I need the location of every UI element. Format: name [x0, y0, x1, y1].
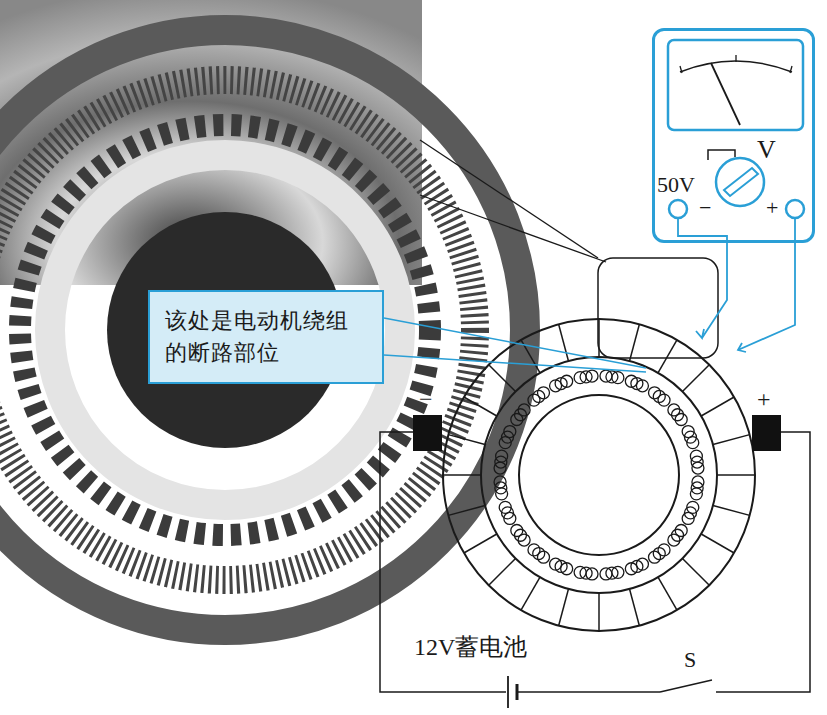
commutator-segment — [489, 365, 516, 392]
polarity-sign: − — [419, 386, 433, 412]
battery-label: 12V蓄电池 — [414, 634, 527, 660]
photo-leader — [420, 195, 606, 262]
brush — [413, 415, 442, 451]
coil-loop — [625, 563, 637, 575]
terminal — [786, 200, 804, 218]
test-lead — [738, 218, 795, 350]
commutator-segment — [701, 534, 734, 553]
meter-text: V — [757, 137, 776, 163]
test-lead — [678, 218, 727, 338]
photo-coils — [20, 125, 430, 535]
meter-scale — [680, 61, 792, 72]
core-circle — [519, 395, 679, 555]
meter-ticks — [680, 55, 792, 73]
coil-loop — [494, 476, 506, 488]
wire — [716, 432, 810, 692]
wire — [517, 691, 660, 693]
callout-leader — [384, 355, 646, 372]
coil-loop — [518, 404, 530, 416]
commutator-segment — [682, 558, 709, 585]
commutator-segment — [464, 397, 497, 416]
commutator-outer — [443, 319, 755, 631]
commutator-segment — [464, 534, 497, 553]
commutator-segment — [658, 577, 677, 610]
meter-needle — [711, 63, 740, 125]
lead-arrow — [696, 329, 704, 338]
commutator-segment — [658, 340, 677, 373]
knob-pointer — [724, 168, 758, 196]
meter-text: 50V — [657, 174, 695, 196]
coil-loop — [561, 375, 573, 387]
motor-photo — [0, 0, 525, 630]
commutator-segment — [713, 506, 750, 516]
commutator-segment — [489, 558, 516, 585]
meter-text: + — [766, 197, 778, 219]
coil-loop — [692, 462, 704, 474]
battery-plate — [507, 676, 509, 708]
coil-loop — [499, 501, 511, 513]
coil-loop — [511, 525, 523, 537]
coil-loop — [690, 488, 702, 500]
commutator-segment — [630, 324, 640, 361]
coil-loop — [612, 372, 624, 384]
terminal — [669, 200, 687, 218]
selector-knob — [716, 158, 764, 206]
commutator-segment — [443, 474, 481, 476]
meter-display — [668, 40, 803, 130]
coil-loop — [574, 566, 586, 578]
callout-box: 该处是电动机绕组的断路部位 — [148, 290, 384, 384]
switch-label: S — [684, 648, 696, 672]
commutator-segment — [448, 506, 485, 516]
switch-lever — [660, 680, 712, 692]
polarity-sign: + — [757, 386, 771, 412]
probe-box — [598, 258, 718, 358]
coil-loop — [537, 387, 549, 399]
voltmeter-box: V 50V− + — [652, 28, 815, 243]
photo-leader — [420, 140, 598, 258]
coil-loop — [550, 558, 562, 570]
coil-loop — [649, 551, 661, 563]
callout-text: 该处是电动机绕组的断路部位 — [165, 305, 367, 369]
commutator-segment — [559, 324, 569, 361]
commutator-inner — [481, 357, 717, 593]
commutator-segment — [559, 589, 569, 626]
commutator-segment — [448, 435, 485, 445]
coil-loop — [586, 370, 598, 382]
meter-text: − — [699, 197, 711, 219]
commutator-segment — [682, 365, 709, 392]
coil-loop — [658, 394, 670, 406]
coil-loop — [687, 437, 699, 449]
commutator-segment — [701, 397, 734, 416]
callout-leader — [384, 318, 646, 368]
coil-loop — [600, 568, 612, 580]
photo-ring — [50, 155, 400, 505]
coil-loop — [636, 380, 648, 392]
commutator-segment — [630, 589, 640, 626]
coil-loop — [668, 534, 680, 546]
commutator-segment — [717, 474, 755, 476]
photo-winding — [0, 80, 475, 580]
lead-arrow — [738, 343, 746, 352]
coil-loop — [496, 450, 508, 462]
commutator-segment — [713, 435, 750, 445]
coil-loop — [504, 426, 516, 438]
coil-loop — [682, 512, 694, 524]
brush — [752, 415, 781, 451]
coil-loop — [528, 544, 540, 556]
commutator-segment — [521, 577, 540, 610]
armature — [413, 319, 781, 631]
commutator-segment — [598, 593, 600, 631]
coil-loop — [675, 413, 687, 425]
